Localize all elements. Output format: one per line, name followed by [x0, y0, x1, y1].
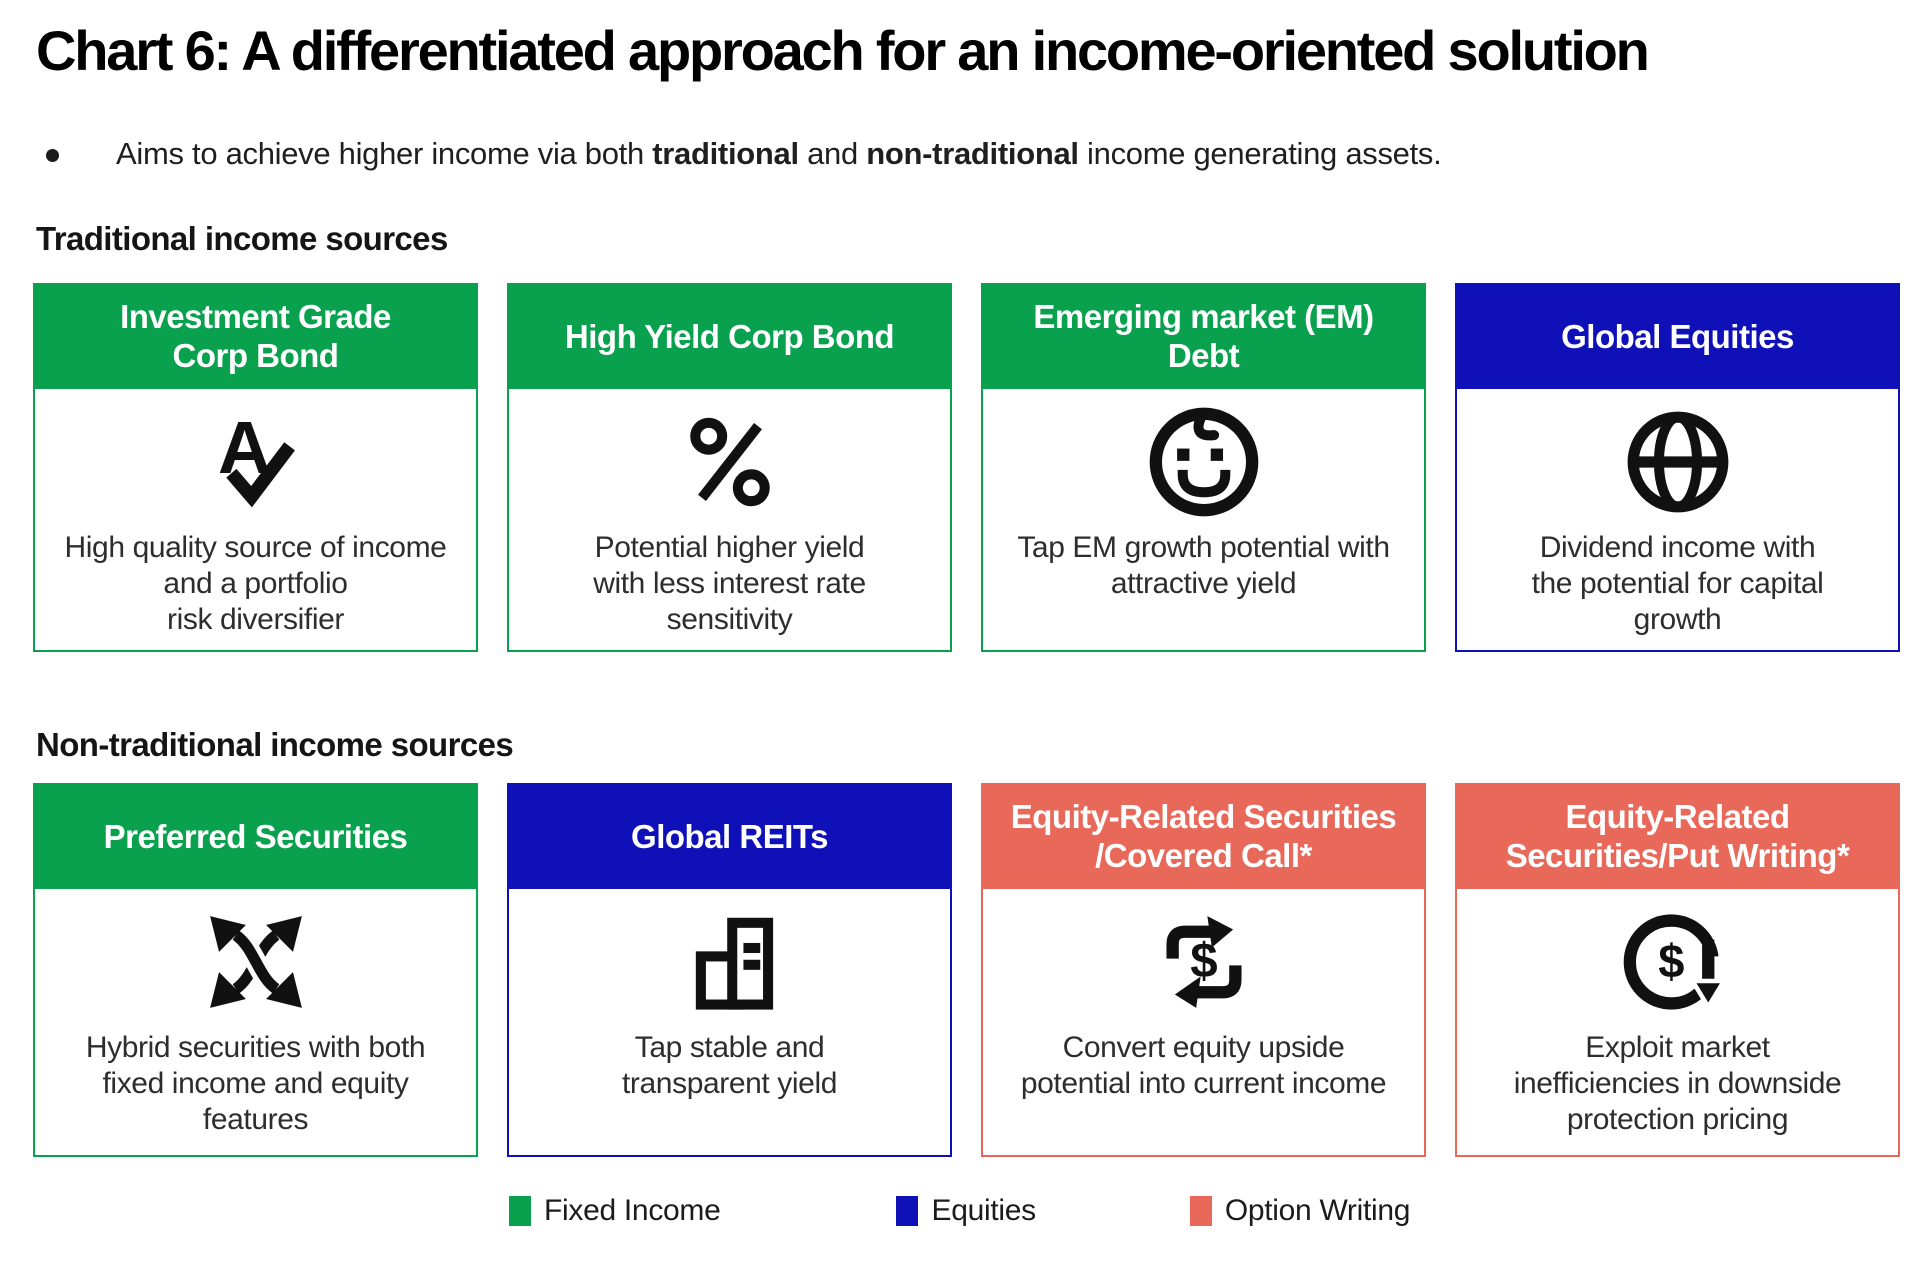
card-body: $ Convert equity upside potential into c…	[983, 889, 1424, 1155]
card-body: $ Exploit market inefficiencies in downs…	[1457, 889, 1898, 1155]
card-description: Hybrid securities with both fixed income…	[85, 1031, 426, 1136]
percent-icon	[674, 403, 786, 521]
card-description: Dividend income with the potential for c…	[1531, 531, 1824, 636]
card-description: Convert equity upside potential into cur…	[1020, 1031, 1387, 1100]
legend-item-equities: Equities	[896, 1194, 1036, 1228]
card-global-reits: Global REITs Tap stable and transparent …	[507, 783, 952, 1157]
bullet-text-prefix: Aims to achieve higher income via both	[116, 136, 653, 171]
section-label-traditional: Traditional income sources	[36, 220, 448, 257]
card-description: Potential higher yield with less interes…	[593, 531, 866, 636]
cross-arrows-icon	[200, 903, 312, 1021]
card-body: Potential higher yield with less interes…	[509, 389, 950, 650]
card-header: Equity-Related Securities/Put Writing*	[1457, 785, 1898, 889]
dollar-cycle-icon: $	[1148, 903, 1260, 1021]
legend-label: Option Writing	[1224, 1194, 1411, 1227]
bullet-text-middle: and	[798, 136, 867, 171]
card-header: Equity-Related Securities /Covered Call*	[983, 785, 1424, 889]
svg-text:$: $	[1190, 934, 1217, 989]
buildings-icon	[674, 903, 786, 1021]
equities-swatch-icon	[896, 1196, 919, 1226]
card-description: Tap stable and transparent yield	[622, 1031, 837, 1100]
bullet-text-bold-non-traditional: non-traditional	[866, 136, 1079, 171]
card-header: Global Equities	[1457, 285, 1898, 389]
globe-icon	[1622, 403, 1734, 521]
page-title: Chart 6: A differentiated approach for a…	[36, 19, 1650, 82]
bullet-icon	[46, 149, 59, 162]
card-body: Hybrid securities with both fixed income…	[35, 889, 476, 1155]
card-equity-related-put-writing: Equity-Related Securities/Put Writing* $…	[1455, 783, 1900, 1157]
svg-text:$: $	[1658, 935, 1684, 988]
card-header: Global REITs	[509, 785, 950, 889]
card-high-yield-corp-bond: High Yield Corp Bond Potential higher yi…	[507, 283, 952, 652]
bullet-text: Aims to achieve higher income via both t…	[116, 136, 1442, 172]
legend-label: Equities	[931, 1194, 1036, 1227]
card-emerging-market-debt: Emerging market (EM) Debt Tap EM growth …	[981, 283, 1426, 652]
card-header: High Yield Corp Bond	[509, 285, 950, 389]
legend-label: Fixed Income	[544, 1194, 721, 1227]
card-description: Tap EM growth potential with attractive …	[1017, 531, 1390, 600]
card-preferred-securities: Preferred Securities Hybrid securities w…	[33, 783, 478, 1157]
bullet-text-suffix: income generating assets.	[1078, 136, 1442, 171]
grade-a-check-icon: A	[200, 403, 312, 521]
card-header: Investment Grade Corp Bond	[35, 285, 476, 389]
section-label-non-traditional: Non-traditional income sources	[36, 726, 514, 763]
legend: Fixed Income Equities Option Writing	[509, 1194, 1410, 1228]
bullet-point: Aims to achieve higher income via both t…	[46, 136, 1442, 172]
fixed-income-swatch-icon	[509, 1196, 531, 1226]
card-global-equities: Global Equities Dividend income with the…	[1455, 283, 1900, 652]
card-investment-grade-corp-bond: Investment Grade Corp Bond A High qualit…	[33, 283, 478, 652]
card-header: Preferred Securities	[35, 785, 476, 889]
card-equity-related-covered-call: Equity-Related Securities /Covered Call*…	[981, 783, 1426, 1157]
bullet-text-bold-traditional: traditional	[652, 136, 799, 171]
baby-face-icon	[1148, 403, 1260, 521]
card-body: Dividend income with the potential for c…	[1457, 389, 1898, 650]
legend-item-fixed-income: Fixed Income	[509, 1194, 721, 1228]
card-description: High quality source of income and a port…	[64, 531, 447, 636]
card-description: Exploit market inefficiencies in downsid…	[1513, 1031, 1842, 1136]
card-body: A High quality source of income and a po…	[35, 389, 476, 650]
card-body: Tap stable and transparent yield	[509, 889, 950, 1155]
option-writing-swatch-icon	[1189, 1196, 1212, 1226]
traditional-cards: Investment Grade Corp Bond A High qualit…	[33, 283, 1900, 652]
card-header: Emerging market (EM) Debt	[983, 285, 1424, 389]
legend-item-option-writing: Option Writing	[1189, 1194, 1411, 1228]
non-traditional-cards: Preferred Securities Hybrid securities w…	[33, 783, 1900, 1157]
card-body: Tap EM growth potential with attractive …	[983, 389, 1424, 650]
dollar-down-arrow-icon: $	[1622, 903, 1734, 1021]
